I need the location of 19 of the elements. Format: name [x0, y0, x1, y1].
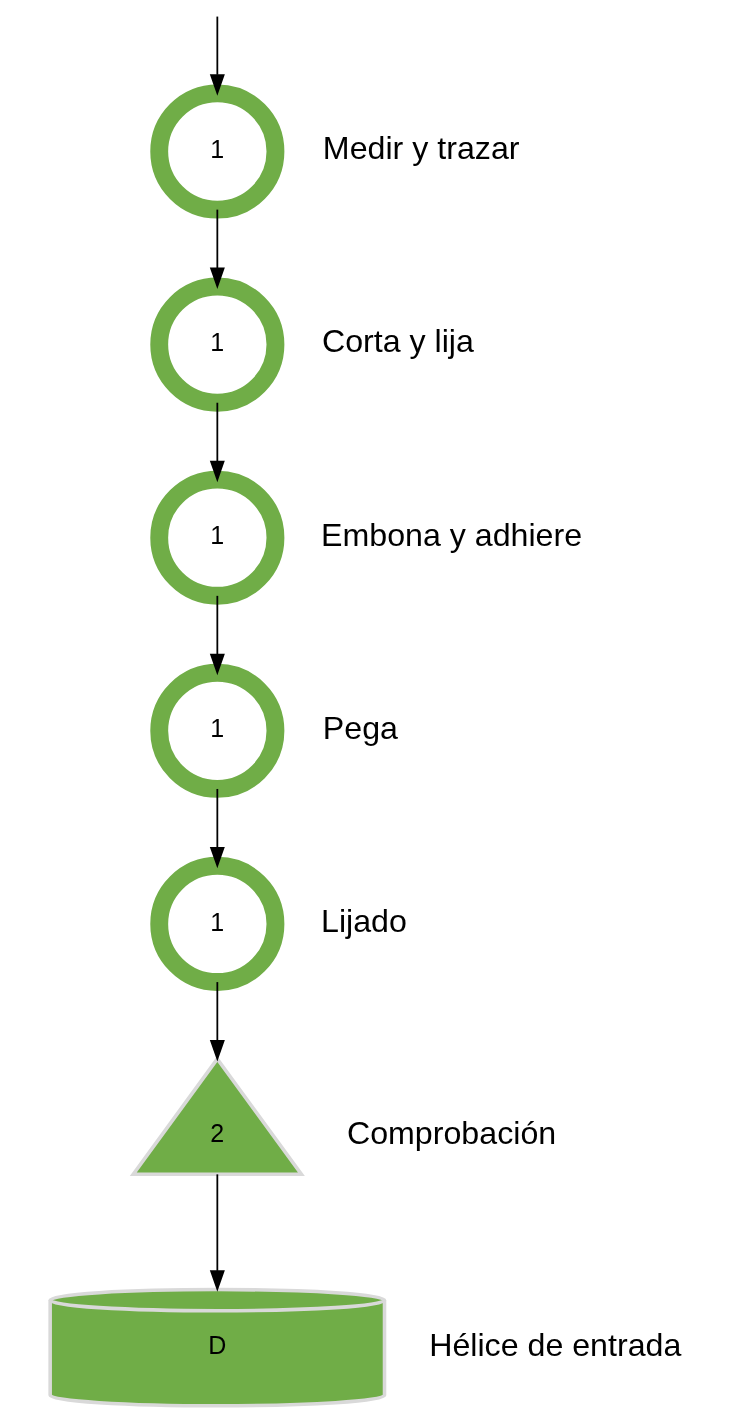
arrow — [209, 594, 225, 676]
arrow — [209, 981, 225, 1062]
node-circle: 1 — [149, 663, 284, 798]
node-label: Pega — [322, 709, 398, 746]
node-circle: 1 — [149, 470, 284, 605]
node-label: Embona y adhiere — [320, 516, 582, 553]
node-circle: 1 — [149, 84, 284, 219]
node-label: Medir y trazar — [322, 130, 519, 167]
node-label: Corta y lija — [321, 323, 474, 360]
arrow — [209, 401, 225, 483]
arrow — [209, 15, 225, 96]
arrow — [209, 788, 225, 869]
node-label: Hélice de entrada — [428, 1326, 681, 1363]
node-circle: 1 — [149, 856, 284, 991]
arrow — [209, 208, 225, 290]
node-label: Comprobación — [346, 1114, 556, 1151]
node-circle: 1 — [149, 277, 284, 412]
arrow — [209, 1173, 225, 1292]
node-label: Lijado — [320, 902, 407, 939]
